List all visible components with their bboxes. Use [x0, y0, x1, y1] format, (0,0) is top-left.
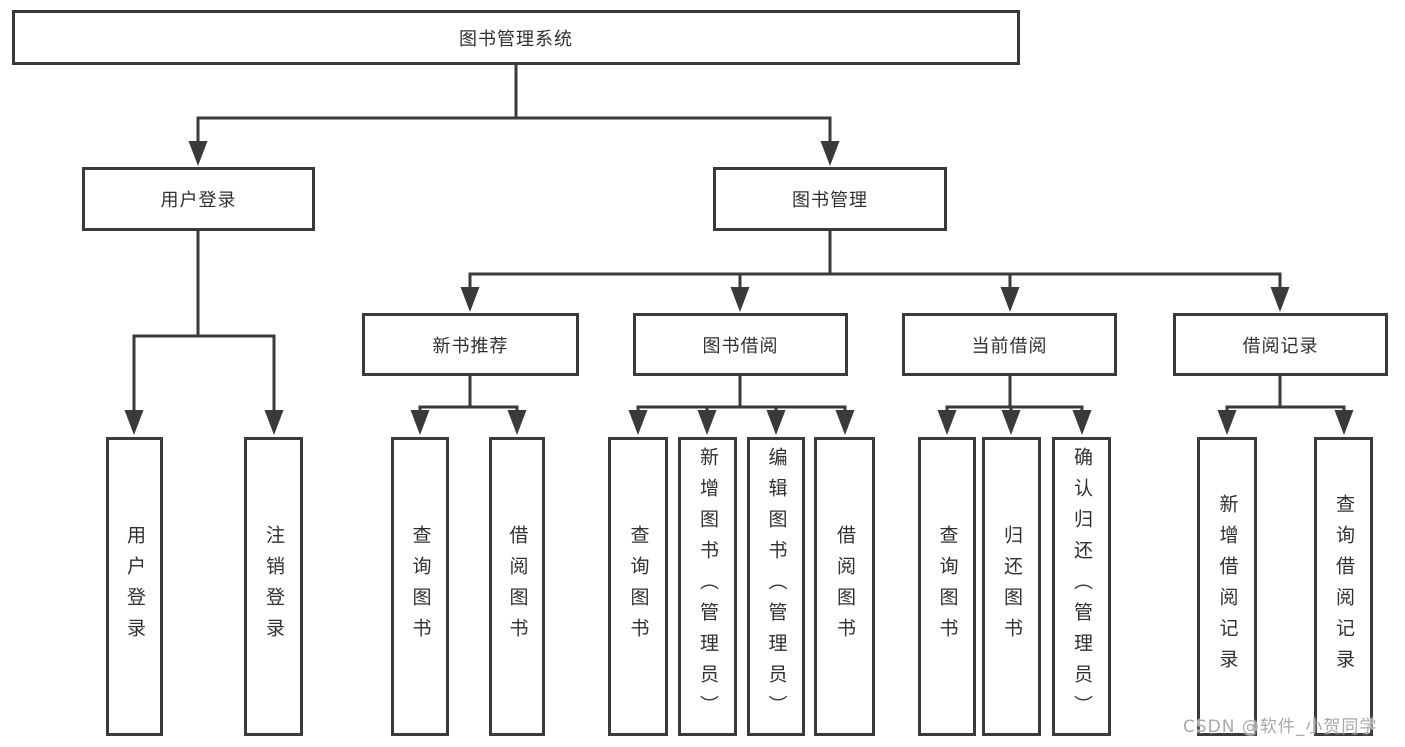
node-current-confirm: 确认归还（管理员）	[1052, 437, 1111, 736]
node-current-borrowing: 当前借阅	[902, 313, 1117, 376]
node-new-book-recommend: 新书推荐	[362, 313, 579, 376]
node-newbook-borrow: 借阅图书	[489, 437, 545, 736]
node-login: 用户登录	[106, 437, 163, 736]
node-borrowing-edit: 编辑图书（管理员）	[747, 437, 805, 736]
node-book-borrowing: 图书借阅	[633, 313, 848, 376]
node-borrowing-query: 查询图书	[608, 437, 668, 736]
node-borrow-records: 借阅记录	[1173, 313, 1388, 376]
watermark-text: CSDN @软件_小贺同学	[1183, 717, 1378, 737]
node-records-add: 新增借阅记录	[1197, 437, 1257, 736]
node-records-query: 查询借阅记录	[1314, 437, 1373, 736]
node-current-return: 归还图书	[982, 437, 1041, 736]
node-user-login: 用户登录	[82, 167, 315, 231]
node-borrowing-add: 新增图书（管理员）	[678, 437, 737, 736]
node-root: 图书管理系统	[12, 10, 1020, 65]
node-book-management: 图书管理	[713, 167, 947, 231]
node-newbook-query: 查询图书	[391, 437, 449, 736]
node-borrowing-borrow: 借阅图书	[814, 437, 875, 736]
node-logout: 注销登录	[244, 437, 303, 736]
node-current-query: 查询图书	[918, 437, 976, 736]
